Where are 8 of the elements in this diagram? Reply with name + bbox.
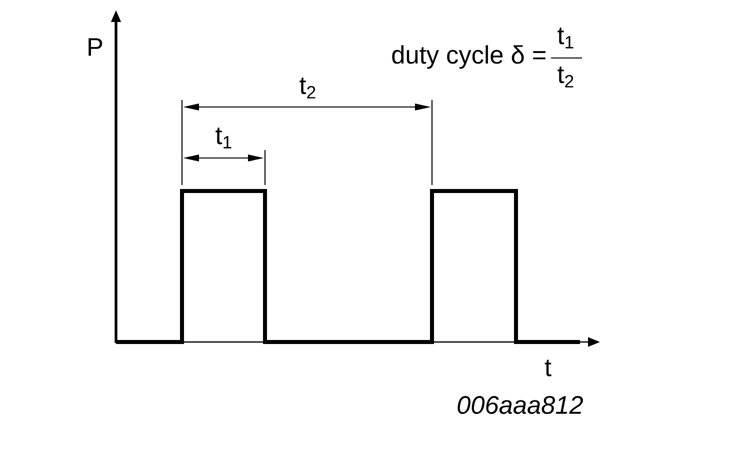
formula-text: duty cycle δ = bbox=[392, 45, 546, 69]
fraction-numerator: t$_{1}$ bbox=[558, 28, 574, 48]
fraction-denominator: t$_{2}$ bbox=[558, 66, 574, 88]
figure-code: 006aaa812 bbox=[458, 396, 583, 414]
dimension-label: t$_{2}$ bbox=[300, 78, 316, 98]
axis-label: t bbox=[544, 360, 552, 376]
axis-label: P bbox=[88, 38, 102, 56]
dimension-label: t$_{1}$ bbox=[216, 128, 232, 148]
